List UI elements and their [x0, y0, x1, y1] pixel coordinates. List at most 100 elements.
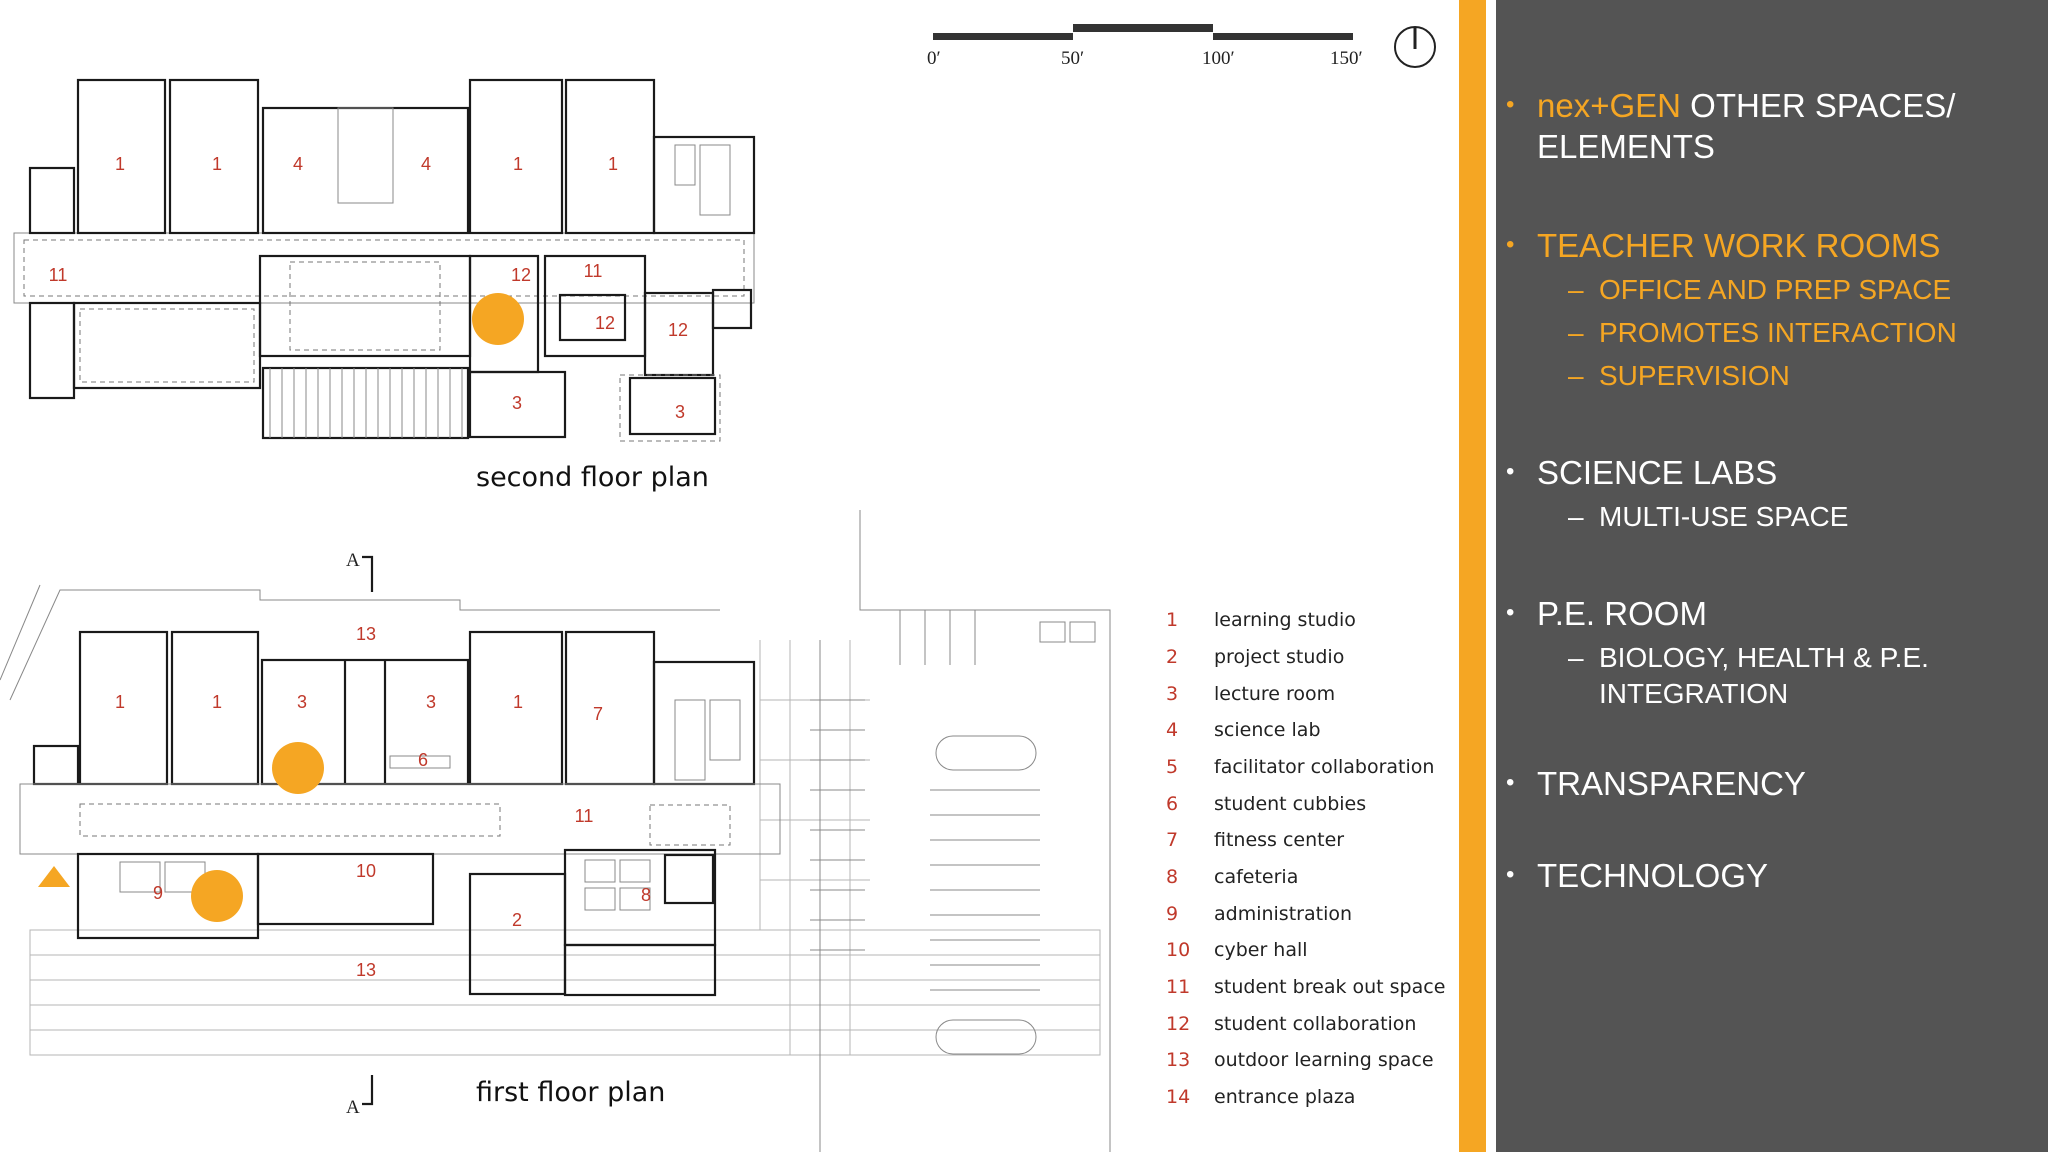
legend-number: 9 [1166, 903, 1178, 925]
room-number: 12 [595, 313, 615, 333]
room-number: 3 [426, 692, 436, 712]
legend-label: student cubbies [1214, 793, 1366, 815]
legend-number: 10 [1166, 939, 1190, 961]
legend-label: student collaboration [1214, 1013, 1416, 1035]
sub-text: OFFICE AND PREP SPACE [1599, 274, 1952, 305]
second-floor-title: second floor plan [476, 462, 709, 493]
sub-dash: – [1568, 501, 1584, 532]
room-number: 10 [356, 861, 376, 881]
room-number: 12 [511, 265, 531, 285]
highlight-marker [472, 293, 524, 345]
bullet-dot: • [1506, 231, 1515, 258]
legend-label: lecture room [1214, 683, 1335, 705]
room-number: 11 [49, 265, 68, 285]
sub-dash: – [1568, 317, 1584, 348]
bullet-dot: • [1506, 769, 1515, 796]
legend-number: 11 [1166, 976, 1190, 998]
legend-number: 7 [1166, 829, 1178, 851]
bullet-dot: • [1506, 599, 1515, 626]
bullet-text: P.E. ROOM [1537, 595, 1707, 632]
legend-label: science lab [1214, 719, 1321, 741]
bleachers [261, 366, 470, 440]
second-floor-plan: 1 1 4 4 1 1 11 12 11 12 12 3 3 second fl… [13, 78, 756, 493]
legend: 1 learning studio 2 project studio 3 lec… [1166, 609, 1445, 1108]
legend-label: fitness center [1214, 829, 1344, 851]
bullet-text: TECHNOLOGY [1537, 857, 1769, 894]
room-number: 1 [115, 692, 125, 712]
room-number: 7 [593, 704, 603, 724]
scale-label-0: 0′ [927, 48, 941, 69]
legend-number: 3 [1166, 683, 1178, 705]
legend-label: cyber hall [1214, 939, 1308, 961]
legend-number: 13 [1166, 1049, 1190, 1071]
room-number: 3 [512, 393, 522, 413]
room-number: 1 [608, 154, 618, 174]
room-number: 1 [115, 154, 125, 174]
room-number: 9 [153, 883, 163, 903]
room-number: 6 [418, 750, 428, 770]
legend-label: outdoor learning space [1214, 1049, 1434, 1071]
bullet-dot: • [1506, 91, 1515, 118]
room-number: 12 [668, 320, 688, 340]
room-number: 1 [513, 154, 523, 174]
bullet-panel: • nex+GEN OTHER SPACES/ ELEMENTS • TEACH… [1496, 0, 2048, 1152]
bullet-dot: • [1506, 458, 1515, 485]
accent-bar [1459, 0, 1486, 1152]
scale-bar: 0′ 50′ 100′ 150′ [927, 24, 1363, 69]
legend-number: 8 [1166, 866, 1178, 888]
first-floor-plan: A A 13 1 1 3 3 1 7 6 11 10 9 8 2 13 firs… [0, 510, 1111, 1152]
bullet-text-rest: OTHER SPACES/ ELEMENTS [1537, 87, 1956, 165]
room-number: 4 [293, 154, 303, 174]
sub-text: SUPERVISION [1599, 360, 1790, 391]
sub-text: BIOLOGY, HEALTH & P.E. INTEGRATION [1599, 642, 1929, 709]
room-number: 4 [421, 154, 431, 174]
bullet-text: SCIENCE LABS [1537, 454, 1778, 491]
bullet-dot: • [1506, 861, 1515, 888]
room-number: 1 [212, 692, 222, 712]
divider [1486, 0, 1496, 1152]
parking-lot [810, 510, 1111, 1152]
legend-label: learning studio [1214, 609, 1356, 631]
legend-number: 1 [1166, 609, 1178, 631]
legend-label: administration [1214, 903, 1352, 925]
section-marker-top: A [346, 550, 360, 571]
brand-text: nex+GEN [1537, 87, 1681, 124]
legend-label: student break out space [1214, 976, 1445, 998]
north-arrow-icon [1394, 26, 1436, 68]
room-number: 8 [641, 885, 651, 905]
legend-number: 12 [1166, 1013, 1190, 1035]
legend-number: 4 [1166, 719, 1178, 741]
room-number: 1 [513, 692, 523, 712]
sub-text: PROMOTES INTERACTION [1599, 317, 1957, 348]
legend-number: 5 [1166, 756, 1178, 778]
entrance-triangle-icon [38, 866, 70, 887]
room-number: 11 [584, 261, 603, 281]
legend-number: 6 [1166, 793, 1178, 815]
room-number: 2 [512, 910, 522, 930]
floor-plan-drawing: 0′ 50′ 100′ 150′ [0, 24, 1445, 1152]
legend-label: project studio [1214, 646, 1344, 668]
room-number: 11 [575, 806, 594, 826]
legend-label: entrance plaza [1214, 1086, 1355, 1108]
first-floor-title: first floor plan [476, 1077, 665, 1108]
sub-dash: – [1568, 642, 1584, 673]
bullet-text: nex+GEN OTHER SPACES/ ELEMENTS [1537, 85, 2037, 167]
floor-plan-area: 0′ 50′ 100′ 150′ [0, 24, 1446, 1152]
sub-dash: – [1568, 360, 1584, 391]
scale-label-150: 150′ [1330, 48, 1363, 69]
legend-number: 2 [1166, 646, 1178, 668]
scale-label-50: 50′ [1061, 48, 1084, 69]
sub-dash: – [1568, 274, 1584, 305]
room-number: 1 [212, 154, 222, 174]
bullet-text: TEACHER WORK ROOMS [1537, 227, 1941, 264]
bullet-text: TRANSPARENCY [1537, 765, 1806, 802]
highlight-marker [191, 870, 243, 922]
legend-label: facilitator collaboration [1214, 756, 1434, 778]
site-paving [0, 584, 1101, 1056]
legend-label: cafeteria [1214, 866, 1298, 888]
room-number: 13 [356, 960, 376, 980]
legend-number: 14 [1166, 1086, 1190, 1108]
section-marker-bottom: A [346, 1097, 360, 1118]
room-number: 3 [675, 402, 685, 422]
scale-label-100: 100′ [1202, 48, 1235, 69]
